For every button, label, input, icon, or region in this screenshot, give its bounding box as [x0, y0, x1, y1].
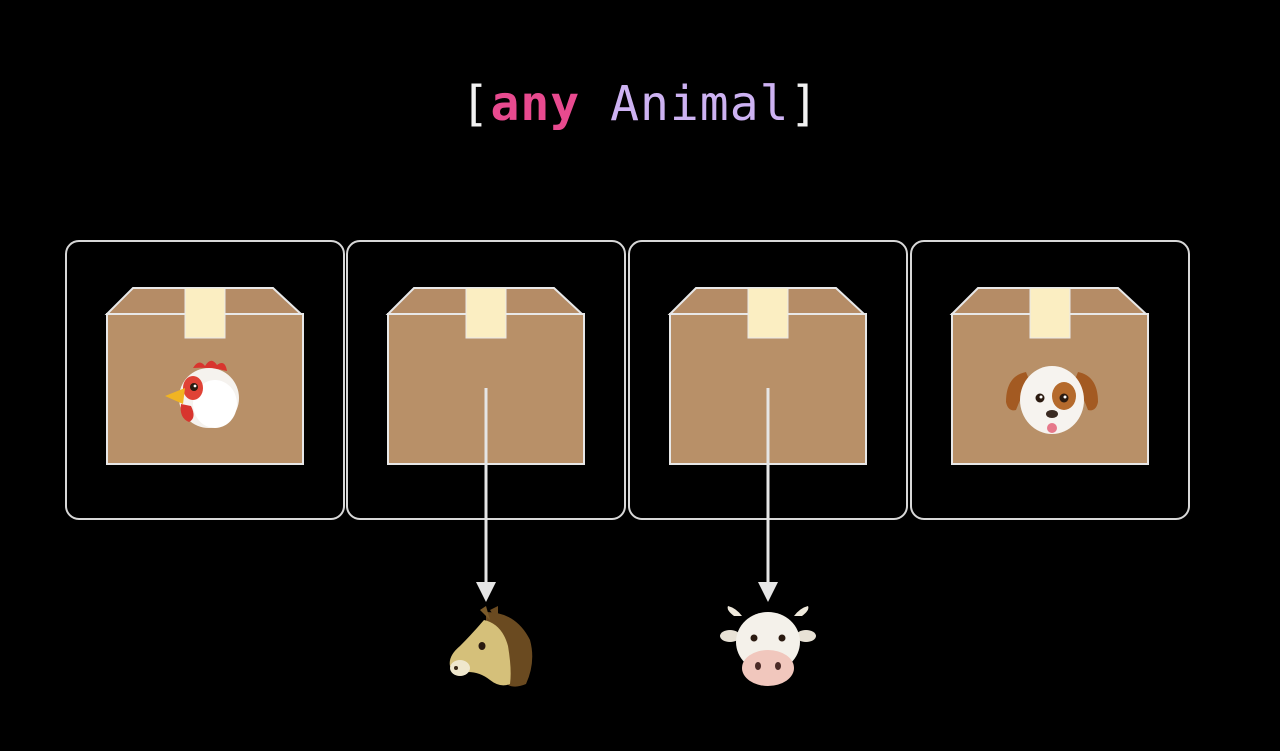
dog-icon — [1006, 366, 1098, 434]
array-cell-1 — [65, 240, 345, 520]
horse-icon — [449, 606, 533, 687]
arrow-cell-2 — [476, 388, 496, 602]
title-open-bracket: [ — [460, 76, 491, 132]
chicken-icon — [165, 360, 239, 428]
arrow-cell-3 — [758, 388, 778, 602]
page-title: [any Animal] — [0, 72, 1280, 136]
array-cell-3 — [628, 240, 908, 520]
array-cell-4 — [910, 240, 1190, 520]
title-close-bracket: ] — [789, 76, 820, 132]
cow-icon — [720, 606, 816, 686]
box-icon — [949, 287, 1149, 465]
title-any-keyword: any — [490, 76, 581, 132]
title-type-name: Animal — [610, 76, 790, 132]
